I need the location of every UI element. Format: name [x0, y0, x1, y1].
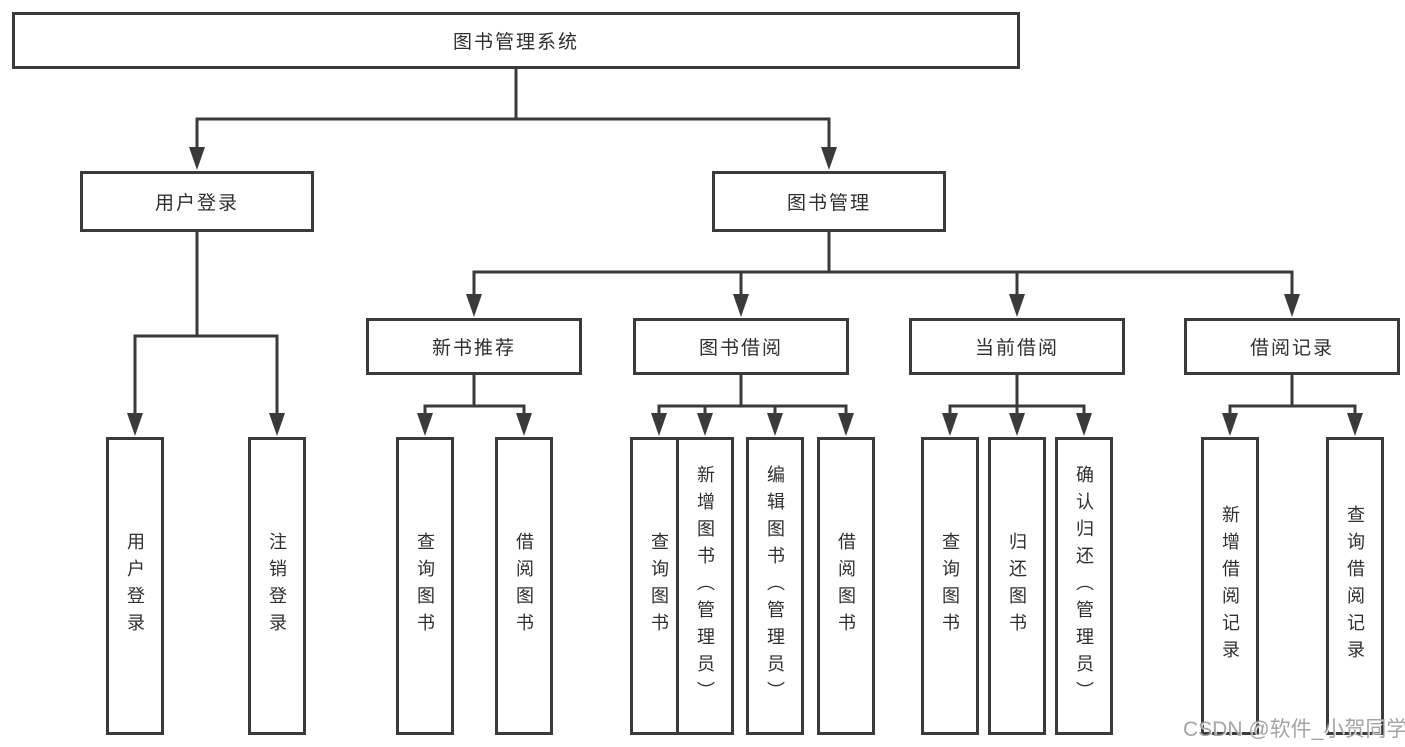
node-label: 图书借阅 — [698, 338, 783, 359]
leaf-borrow-books-recommend: 借阅图书 — [495, 437, 553, 735]
leaf-logout-login: 注销登录 — [248, 437, 306, 735]
arrowhead — [733, 294, 749, 317]
node-label: 新增图书（管理员） — [695, 464, 715, 708]
node-label: 新增借阅记录 — [1220, 505, 1240, 667]
arrowhead — [1347, 413, 1363, 436]
node-label: 借阅记录 — [1249, 338, 1334, 359]
arrowhead — [838, 413, 854, 436]
arrowhead — [1009, 413, 1025, 436]
arrowhead — [1222, 413, 1238, 436]
arrowhead — [697, 413, 713, 436]
leaf-query-borrow-record: 查询借阅记录 — [1326, 437, 1384, 735]
arrowhead — [821, 147, 837, 170]
node-book-borrow: 图书借阅 — [633, 318, 849, 375]
node-label: 确认归还（管理员） — [1074, 464, 1094, 708]
leaf-query-books-current: 查询图书 — [921, 437, 979, 735]
node-label: 用户登录 — [154, 193, 239, 214]
leaf-query-books-recommend: 查询图书 — [396, 437, 454, 735]
connector-book-borrow-branch — [651, 375, 854, 436]
leaf-borrow-books: 借阅图书 — [817, 437, 875, 735]
node-book-management: 图书管理 — [712, 171, 946, 232]
leaf-user-login: 用户登录 — [106, 437, 164, 735]
arrowhead — [1009, 294, 1025, 317]
arrowhead — [417, 413, 433, 436]
arrowhead — [942, 413, 958, 436]
arrowhead — [189, 147, 205, 170]
arrowhead — [127, 413, 143, 436]
node-label: 图书管理系统 — [452, 32, 579, 53]
node-label: 查询图书 — [940, 532, 960, 640]
connector-book-management-branch — [466, 232, 1300, 317]
leaf-edit-books-admin: 编辑图书（管理员） — [746, 437, 804, 735]
node-current-borrow: 当前借阅 — [909, 318, 1125, 375]
connector-borrow-records-branch — [1222, 375, 1363, 436]
node-label: 查询图书 — [649, 532, 669, 640]
node-label: 编辑图书（管理员） — [765, 464, 785, 708]
node-label: 查询借阅记录 — [1345, 505, 1365, 667]
node-label: 借阅图书 — [836, 532, 856, 640]
node-label: 当前借阅 — [974, 338, 1059, 359]
arrowhead — [651, 413, 667, 436]
node-library-management-system: 图书管理系统 — [12, 12, 1020, 69]
arrowhead — [1284, 294, 1300, 317]
node-label: 借阅图书 — [514, 532, 534, 640]
connector-new-book-branch — [417, 375, 532, 436]
connector-current-borrow-branch — [942, 375, 1092, 436]
node-label: 查询图书 — [415, 532, 435, 640]
node-new-book-recommend: 新书推荐 — [366, 318, 582, 375]
connector-user-login-branch — [127, 232, 285, 436]
csdn-watermark: CSDN @软件_小贺同学 — [1183, 718, 1405, 741]
arrowhead — [1076, 413, 1092, 436]
leaf-add-borrow-record: 新增借阅记录 — [1201, 437, 1259, 735]
node-label: 注销登录 — [267, 532, 287, 640]
node-label: 归还图书 — [1007, 532, 1027, 640]
node-user-login: 用户登录 — [80, 171, 314, 232]
arrowhead — [516, 413, 532, 436]
node-label: 新书推荐 — [431, 338, 516, 359]
node-label: 用户登录 — [125, 532, 145, 640]
arrowhead — [466, 294, 482, 317]
leaf-confirm-return-admin: 确认归还（管理员） — [1055, 437, 1113, 735]
arrowhead — [767, 413, 783, 436]
leaf-return-books: 归还图书 — [988, 437, 1046, 735]
node-borrow-records: 借阅记录 — [1184, 318, 1400, 375]
connector-root-to-level2 — [189, 69, 837, 170]
arrowhead — [269, 413, 285, 436]
node-label: 图书管理 — [786, 193, 871, 214]
leaf-add-books-admin: 新增图书（管理员） — [676, 437, 734, 735]
